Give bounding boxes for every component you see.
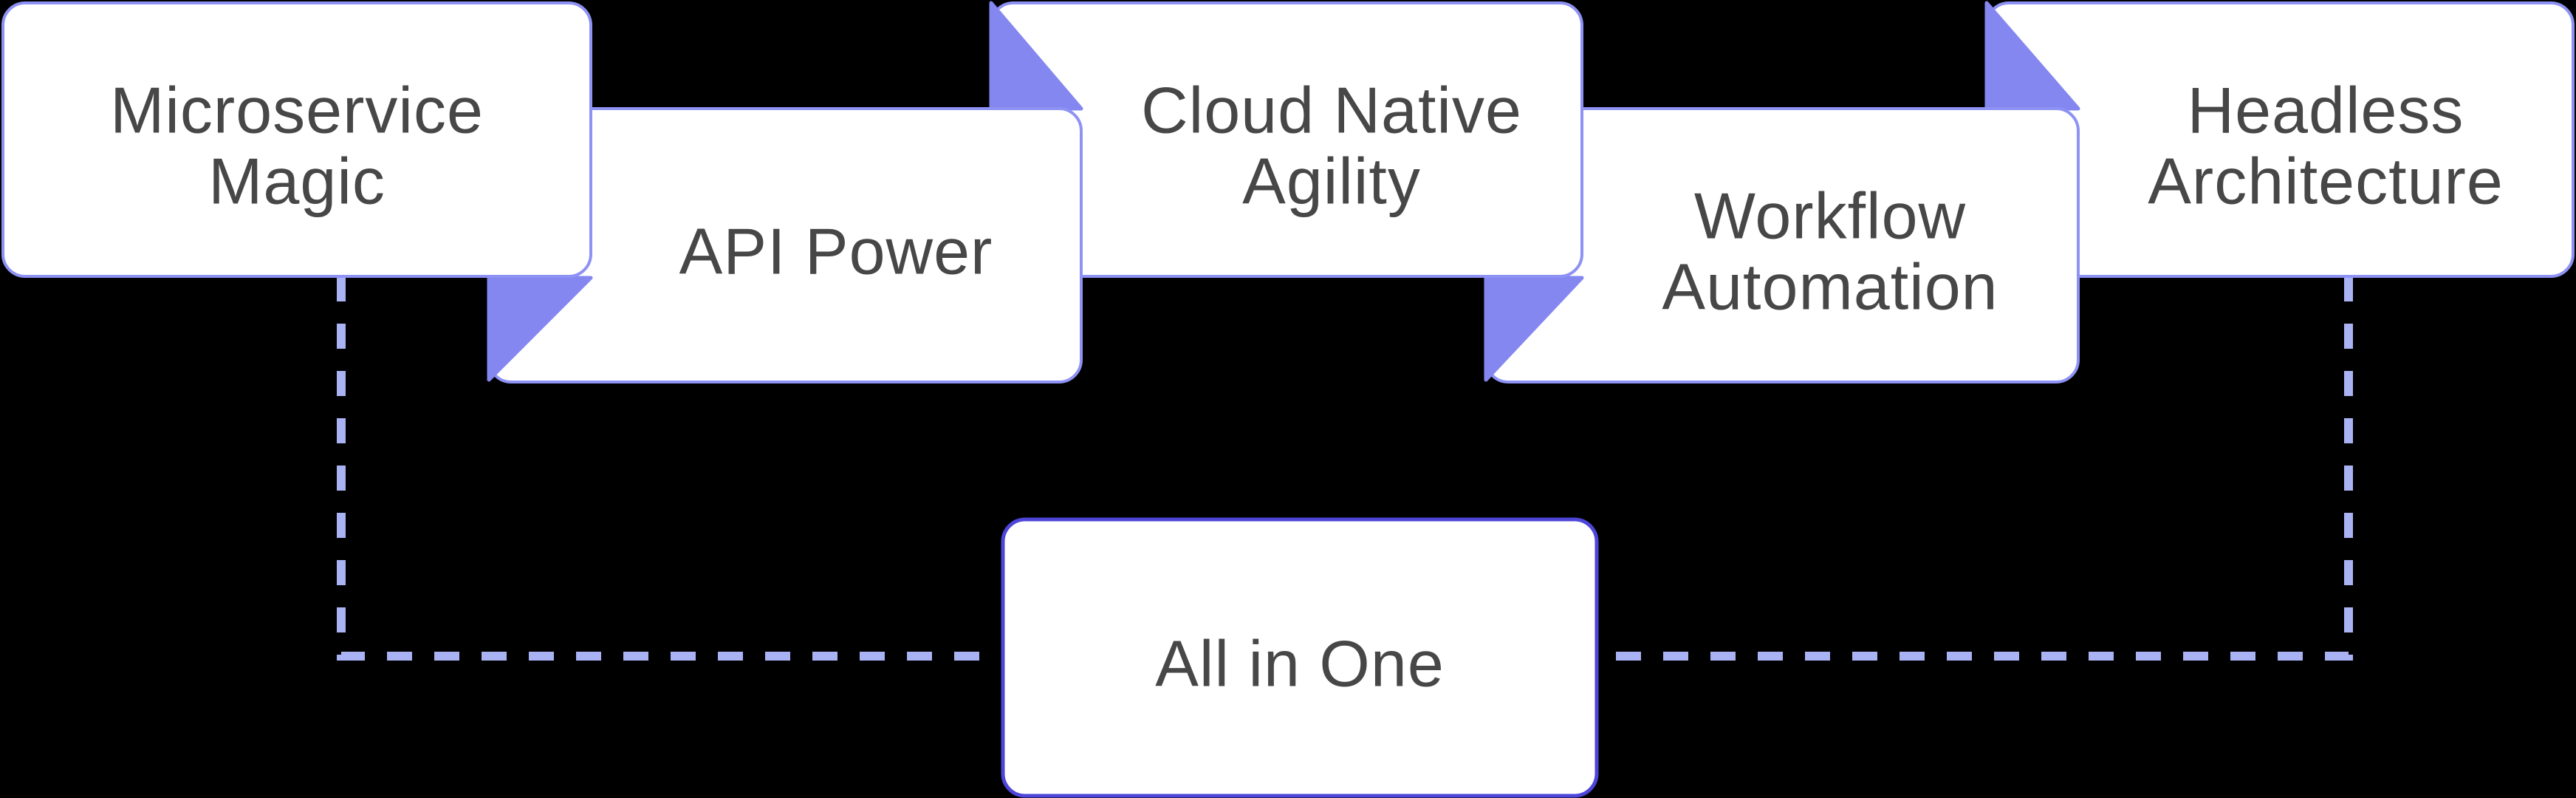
card-cloud-native-agility-label-line1: Cloud Native [1141,74,1522,147]
card-cloud-native-agility-label-line2: Agility [1242,145,1421,218]
card-headless-architecture-label-line1: Headless [2188,74,2464,147]
card-api-power-label: API Power [679,215,993,288]
connector-left-dashed-line [337,276,1006,661]
connector-right-dashed-line [1594,276,2353,661]
card-workflow-automation-label-line1: Workflow [1694,180,1966,253]
card-microservice-magic [1,1,592,278]
card-microservice-magic-label-line1: Microservice [110,74,484,147]
card-workflow-automation-label-line2: Automation [1662,250,1998,324]
card-all-in-one-label: All in One [1155,627,1445,700]
card-microservice-magic-label-line2: Magic [208,145,386,218]
card-headless-architecture-label-line2: Architecture [2148,145,2504,218]
card-all-in-one [1001,517,1599,798]
